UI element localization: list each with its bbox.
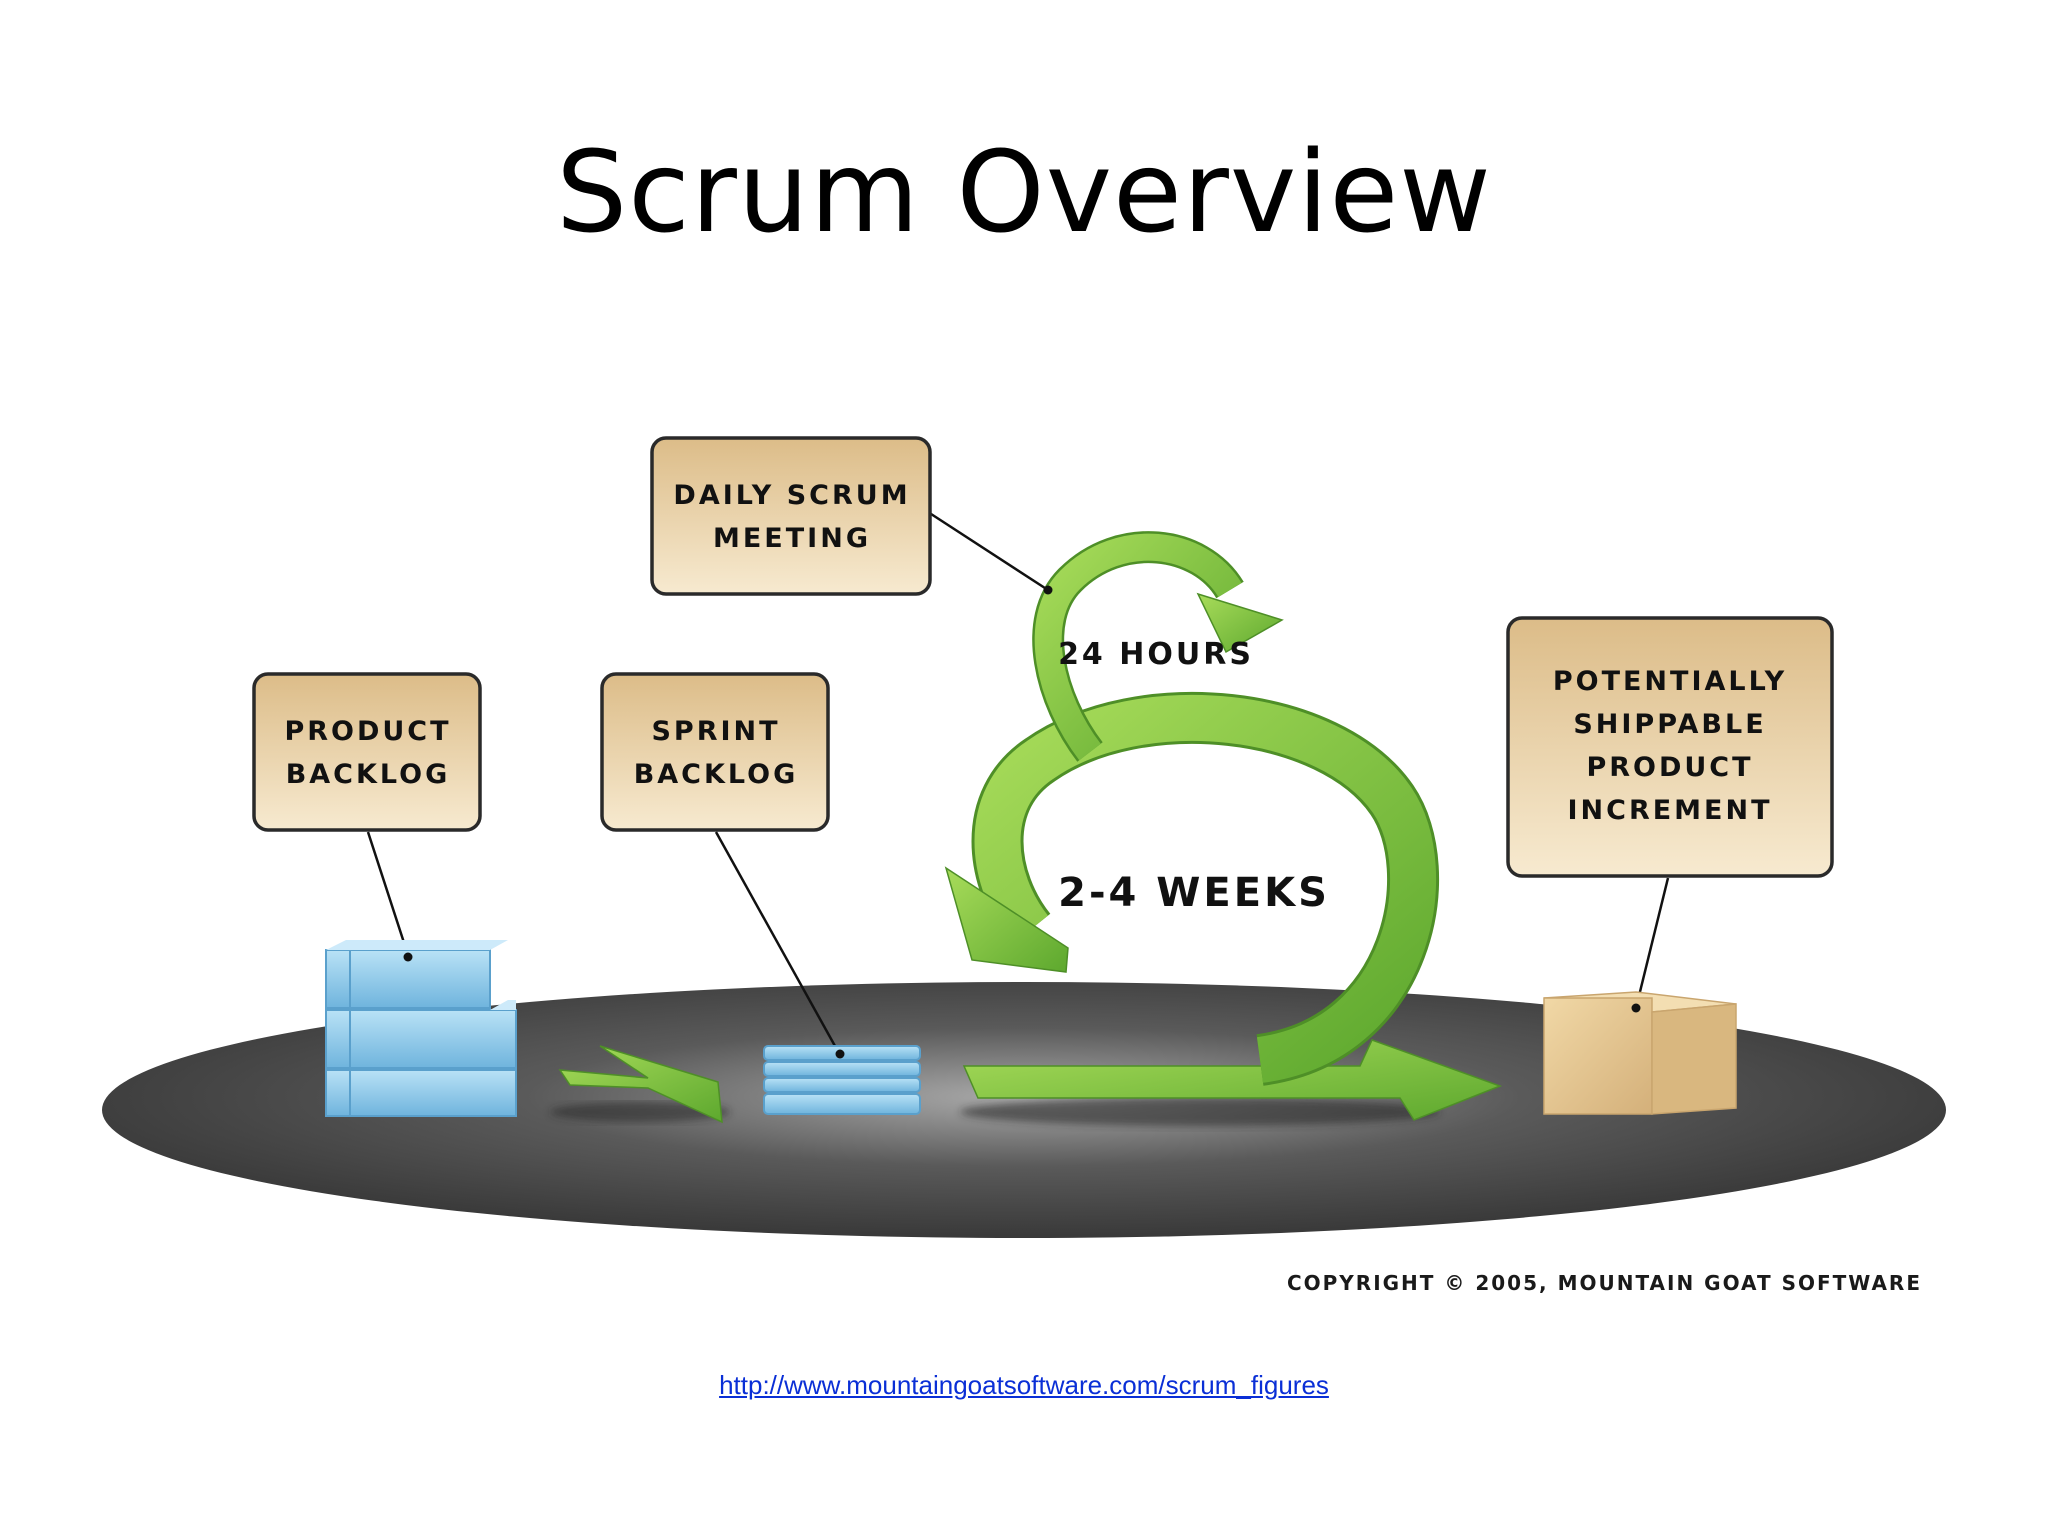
connector-daily-scrum <box>927 510 1049 592</box>
increment-line-1: POTENTIALLY <box>1553 666 1787 697</box>
daily-scrum-line-1: DAILY SCRUM <box>673 480 910 511</box>
daily-scrum-label: DAILY SCRUM MEETING <box>650 436 932 596</box>
shippable-box-icon <box>1543 991 1737 1115</box>
copyright-notice: COPYRIGHT © 2005, MOUNTAIN GOAT SOFTWARE <box>1287 1271 1922 1295</box>
connector-increment <box>1634 877 1670 1009</box>
increment-line-4: INCREMENT <box>1567 795 1772 826</box>
increment-line-2: SHIPPABLE <box>1573 709 1766 740</box>
sprint-backlog-line-2: BACKLOG <box>634 759 799 790</box>
slide-title: Scrum Overview <box>556 128 1492 258</box>
daily-loop-arrow-icon <box>1032 531 1284 762</box>
connector-sprint-backlog <box>714 831 842 1056</box>
connector-lines <box>366 510 1670 1056</box>
sprint-loop-arrow-icon <box>944 692 1503 1126</box>
source-link-container: http://www.mountaingoatsoftware.com/scru… <box>0 1370 2048 1401</box>
increment-label: POTENTIALLY SHIPPABLE PRODUCT INCREMENT <box>1506 616 1834 878</box>
sprint-cycle-label: 2-4 WEEKS <box>1058 870 1330 916</box>
arrow-to-sprint-backlog-icon <box>550 1045 730 1124</box>
product-backlog-stack-icon <box>325 940 517 1117</box>
sprint-backlog-line-1: SPRINT <box>651 716 780 747</box>
product-backlog-label: PRODUCT BACKLOG <box>252 672 482 832</box>
source-link[interactable]: http://www.mountaingoatsoftware.com/scru… <box>719 1370 1329 1400</box>
product-backlog-line-2: BACKLOG <box>286 759 451 790</box>
daily-cycle-label: 24 HOURS <box>1058 637 1254 672</box>
increment-line-3: PRODUCT <box>1586 752 1753 783</box>
connector-product-backlog <box>366 831 410 956</box>
daily-scrum-line-2: MEETING <box>713 523 871 554</box>
sprint-backlog-stack-icon <box>763 1045 921 1115</box>
sprint-backlog-label: SPRINT BACKLOG <box>600 672 830 832</box>
product-backlog-line-1: PRODUCT <box>284 716 451 747</box>
